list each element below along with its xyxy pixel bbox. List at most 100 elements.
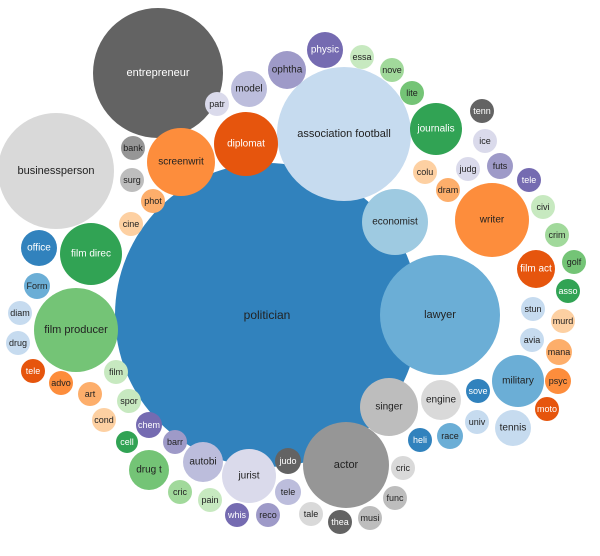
bubble-circle-patr[interactable]	[205, 92, 229, 116]
bubble-stun[interactable]: stun	[521, 297, 545, 321]
bubble-film-producer[interactable]: film producer	[34, 288, 118, 372]
bubble-military[interactable]: military	[492, 355, 544, 407]
bubble-circle-tale[interactable]	[299, 502, 323, 526]
bubble-circle-whis[interactable]	[225, 503, 249, 527]
bubble-circle-futs[interactable]	[487, 153, 513, 179]
bubble-circle-cric[interactable]	[391, 456, 415, 480]
bubble-circle-barr[interactable]	[163, 430, 187, 454]
bubble-circle-crim[interactable]	[545, 223, 569, 247]
bubble-circle-physic[interactable]	[307, 32, 343, 68]
bubble-circle-model[interactable]	[231, 71, 267, 107]
bubble-diplomat[interactable]: diplomat	[214, 112, 278, 176]
bubble-circle-diam[interactable]	[8, 301, 32, 325]
bubble-circle-tele[interactable]	[21, 359, 45, 383]
bubble-film-act[interactable]: film act	[517, 250, 555, 288]
bubble-phot[interactable]: phot	[141, 189, 165, 213]
bubble-circle-judo[interactable]	[275, 448, 301, 474]
bubble-model[interactable]: model	[231, 71, 267, 107]
bubble-avia[interactable]: avia	[520, 328, 544, 352]
bubble-writer[interactable]: writer	[455, 183, 529, 257]
bubble-asso[interactable]: asso	[556, 279, 580, 303]
bubble-circle-nove[interactable]	[380, 58, 404, 82]
bubble-chem[interactable]: chem	[136, 412, 162, 438]
bubble-race[interactable]: race	[437, 423, 463, 449]
bubble-nove[interactable]: nove	[380, 58, 404, 82]
bubble-circle-murd[interactable]	[551, 309, 575, 333]
bubble-diam[interactable]: diam	[8, 301, 32, 325]
bubble-circle-lawyer[interactable]	[380, 255, 500, 375]
bubble-circle-ophtha[interactable]	[268, 51, 306, 89]
bubble-func[interactable]: func	[383, 486, 407, 510]
bubble-circle-jurist[interactable]	[222, 449, 276, 503]
bubble-golf[interactable]: golf	[562, 250, 586, 274]
bubble-cine[interactable]: cine	[119, 212, 143, 236]
bubble-circle-stun[interactable]	[521, 297, 545, 321]
bubble-circle-civi[interactable]	[531, 195, 555, 219]
bubble-circle-thea[interactable]	[328, 510, 352, 534]
bubble-cell[interactable]: cell	[116, 431, 138, 453]
bubble-journalis[interactable]: journalis	[410, 103, 462, 155]
bubble-circle-politician[interactable]	[115, 163, 419, 467]
bubble-actor[interactable]: actor	[303, 422, 389, 508]
bubble-screenwrit[interactable]: screenwrit	[147, 128, 215, 196]
bubble-circle-heli[interactable]	[408, 428, 432, 452]
bubble-bank[interactable]: bank	[121, 136, 145, 160]
bubble-lite[interactable]: lite	[400, 81, 424, 105]
bubble-circle-drug[interactable]	[6, 331, 30, 355]
bubble-circle-journalis[interactable]	[410, 103, 462, 155]
bubble-circle-association-football[interactable]	[277, 67, 411, 201]
bubble-ophtha[interactable]: ophtha	[268, 51, 306, 89]
bubble-engine[interactable]: engine	[421, 380, 461, 420]
bubble-circle-art[interactable]	[78, 382, 102, 406]
bubble-circle-film-act[interactable]	[517, 250, 555, 288]
bubble-pain[interactable]: pain	[198, 488, 222, 512]
bubble-advo[interactable]: advo	[49, 371, 73, 395]
bubble-circle-drug-t[interactable]	[129, 450, 169, 490]
bubble-circle-avia[interactable]	[520, 328, 544, 352]
bubble-circle-phot[interactable]	[141, 189, 165, 213]
bubble-reco[interactable]: reco	[256, 503, 280, 527]
bubble-physic[interactable]: physic	[307, 32, 343, 68]
bubble-circle-military[interactable]	[492, 355, 544, 407]
bubble-circle-sove[interactable]	[466, 379, 490, 403]
bubble-circle-asso[interactable]	[556, 279, 580, 303]
bubble-heli[interactable]: heli	[408, 428, 432, 452]
bubble-circle-office[interactable]	[21, 230, 57, 266]
bubble-circle-businessperson[interactable]	[0, 113, 114, 229]
bubble-art[interactable]: art	[78, 382, 102, 406]
bubble-crim[interactable]: crim	[545, 223, 569, 247]
bubble-cric[interactable]: cric	[168, 480, 192, 504]
bubble-tale[interactable]: tale	[299, 502, 323, 526]
bubble-surg[interactable]: surg	[120, 168, 144, 192]
bubble-businessperson[interactable]: businessperson	[0, 113, 114, 229]
bubble-circle-film-producer[interactable]	[34, 288, 118, 372]
bubble-circle-film[interactable]	[104, 360, 128, 384]
bubble-circle-essa[interactable]	[350, 45, 374, 69]
bubble-circle-economist[interactable]	[362, 189, 428, 255]
bubble-tele[interactable]: tele	[21, 359, 45, 383]
bubble-spor[interactable]: spor	[117, 389, 141, 413]
bubble-circle-tele[interactable]	[517, 168, 541, 192]
bubble-circle-func[interactable]	[383, 486, 407, 510]
bubble-barr[interactable]: barr	[163, 430, 187, 454]
bubble-thea[interactable]: thea	[328, 510, 352, 534]
bubble-moto[interactable]: moto	[535, 397, 559, 421]
bubble-cric[interactable]: cric	[391, 456, 415, 480]
bubble-tele[interactable]: tele	[275, 479, 301, 505]
bubble-office[interactable]: office	[21, 230, 57, 266]
bubble-tenn[interactable]: tenn	[470, 99, 494, 123]
bubble-jurist[interactable]: jurist	[222, 449, 276, 503]
bubble-circle-film-direc[interactable]	[60, 223, 122, 285]
bubble-circle-screenwrit[interactable]	[147, 128, 215, 196]
bubble-circle-golf[interactable]	[562, 250, 586, 274]
bubble-circle-tenn[interactable]	[470, 99, 494, 123]
bubble-film-direc[interactable]: film direc	[60, 223, 122, 285]
bubble-murd[interactable]: murd	[551, 309, 575, 333]
bubble-circle-musi[interactable]	[358, 506, 382, 530]
bubble-circle-writer[interactable]	[455, 183, 529, 257]
bubble-circle-reco[interactable]	[256, 503, 280, 527]
bubble-autobi[interactable]: autobi	[183, 442, 223, 482]
bubble-circle-spor[interactable]	[117, 389, 141, 413]
bubble-circle-bank[interactable]	[121, 136, 145, 160]
bubble-circle-mana[interactable]	[546, 339, 572, 365]
